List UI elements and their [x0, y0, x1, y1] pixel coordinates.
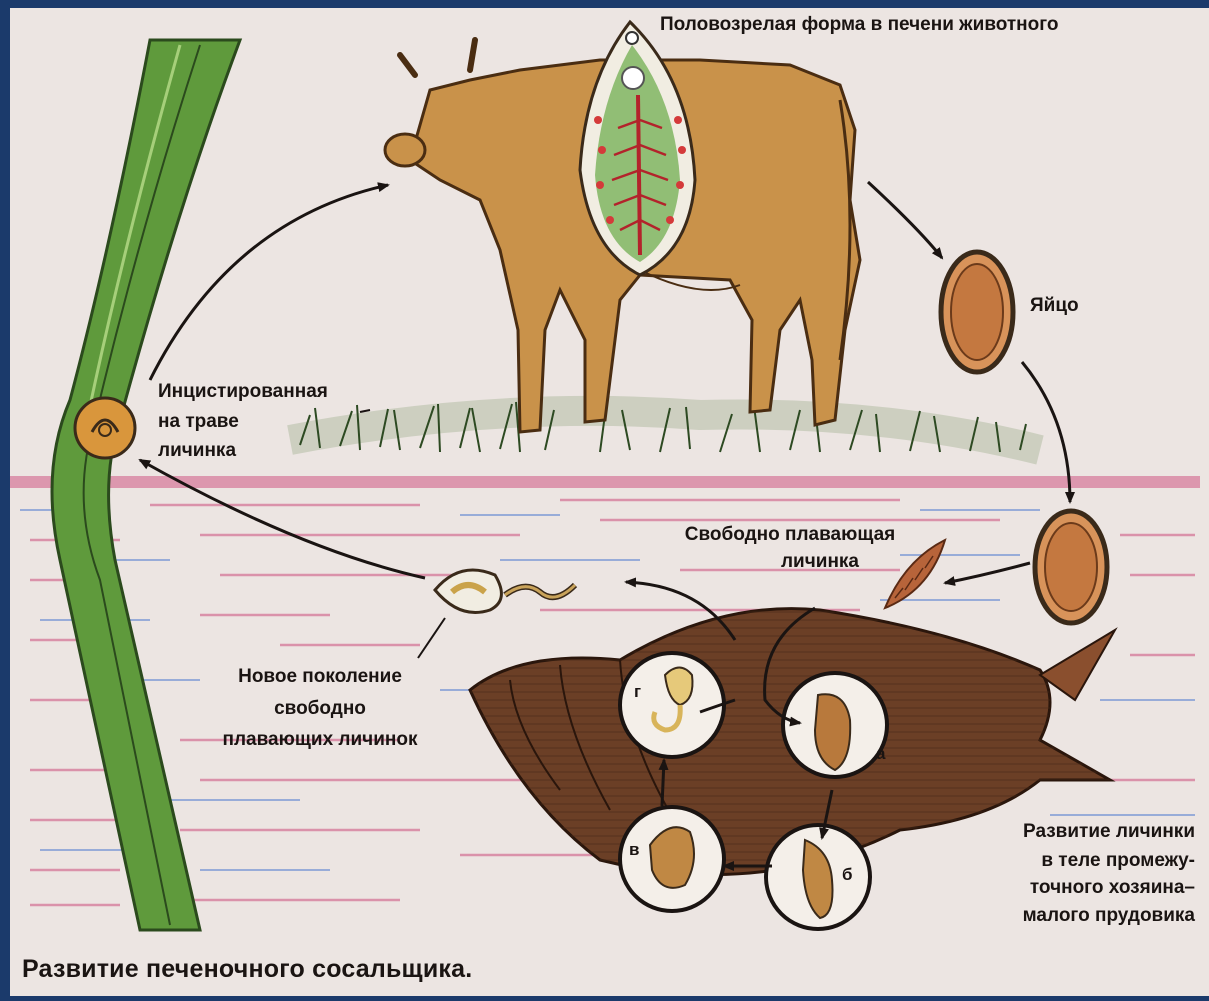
label-encysted-3: личинка [158, 439, 236, 462]
label-miracidium-2: личинка [690, 550, 950, 573]
page-title: Развитие печеночного сосальщика. [22, 958, 472, 981]
label-encysted-2: на траве [158, 410, 239, 433]
encysted-larva [75, 398, 135, 458]
stage-letter-b: б [842, 863, 853, 886]
label-development-4: малого прудовика [900, 904, 1195, 927]
label-encysted-1: Инцистированная [158, 380, 328, 403]
stage-letter-a: а [876, 742, 885, 765]
egg-1 [941, 252, 1013, 372]
label-adult-form: Половозрелая форма в печени животного [660, 13, 1059, 36]
label-development-2: в теле промежу- [900, 849, 1195, 872]
label-new-gen-1: Новое поколение [170, 665, 470, 688]
label-new-gen-3: плавающих личинок [170, 728, 470, 751]
label-miracidium-1: Свободно плавающая [640, 523, 940, 546]
stage-circle-a [783, 673, 887, 777]
label-egg: Яйцо [1030, 294, 1079, 317]
stage-letter-g: г [634, 680, 641, 703]
label-development-3: точного хозяина– [900, 876, 1195, 899]
stage-circle-b [766, 825, 870, 929]
label-development-1: Развитие личинки [900, 820, 1195, 843]
egg-2 [1035, 511, 1107, 623]
stage-letter-v: в [629, 838, 639, 861]
label-new-gen-2: свободно [170, 697, 470, 720]
stage-circle-g [620, 653, 724, 757]
